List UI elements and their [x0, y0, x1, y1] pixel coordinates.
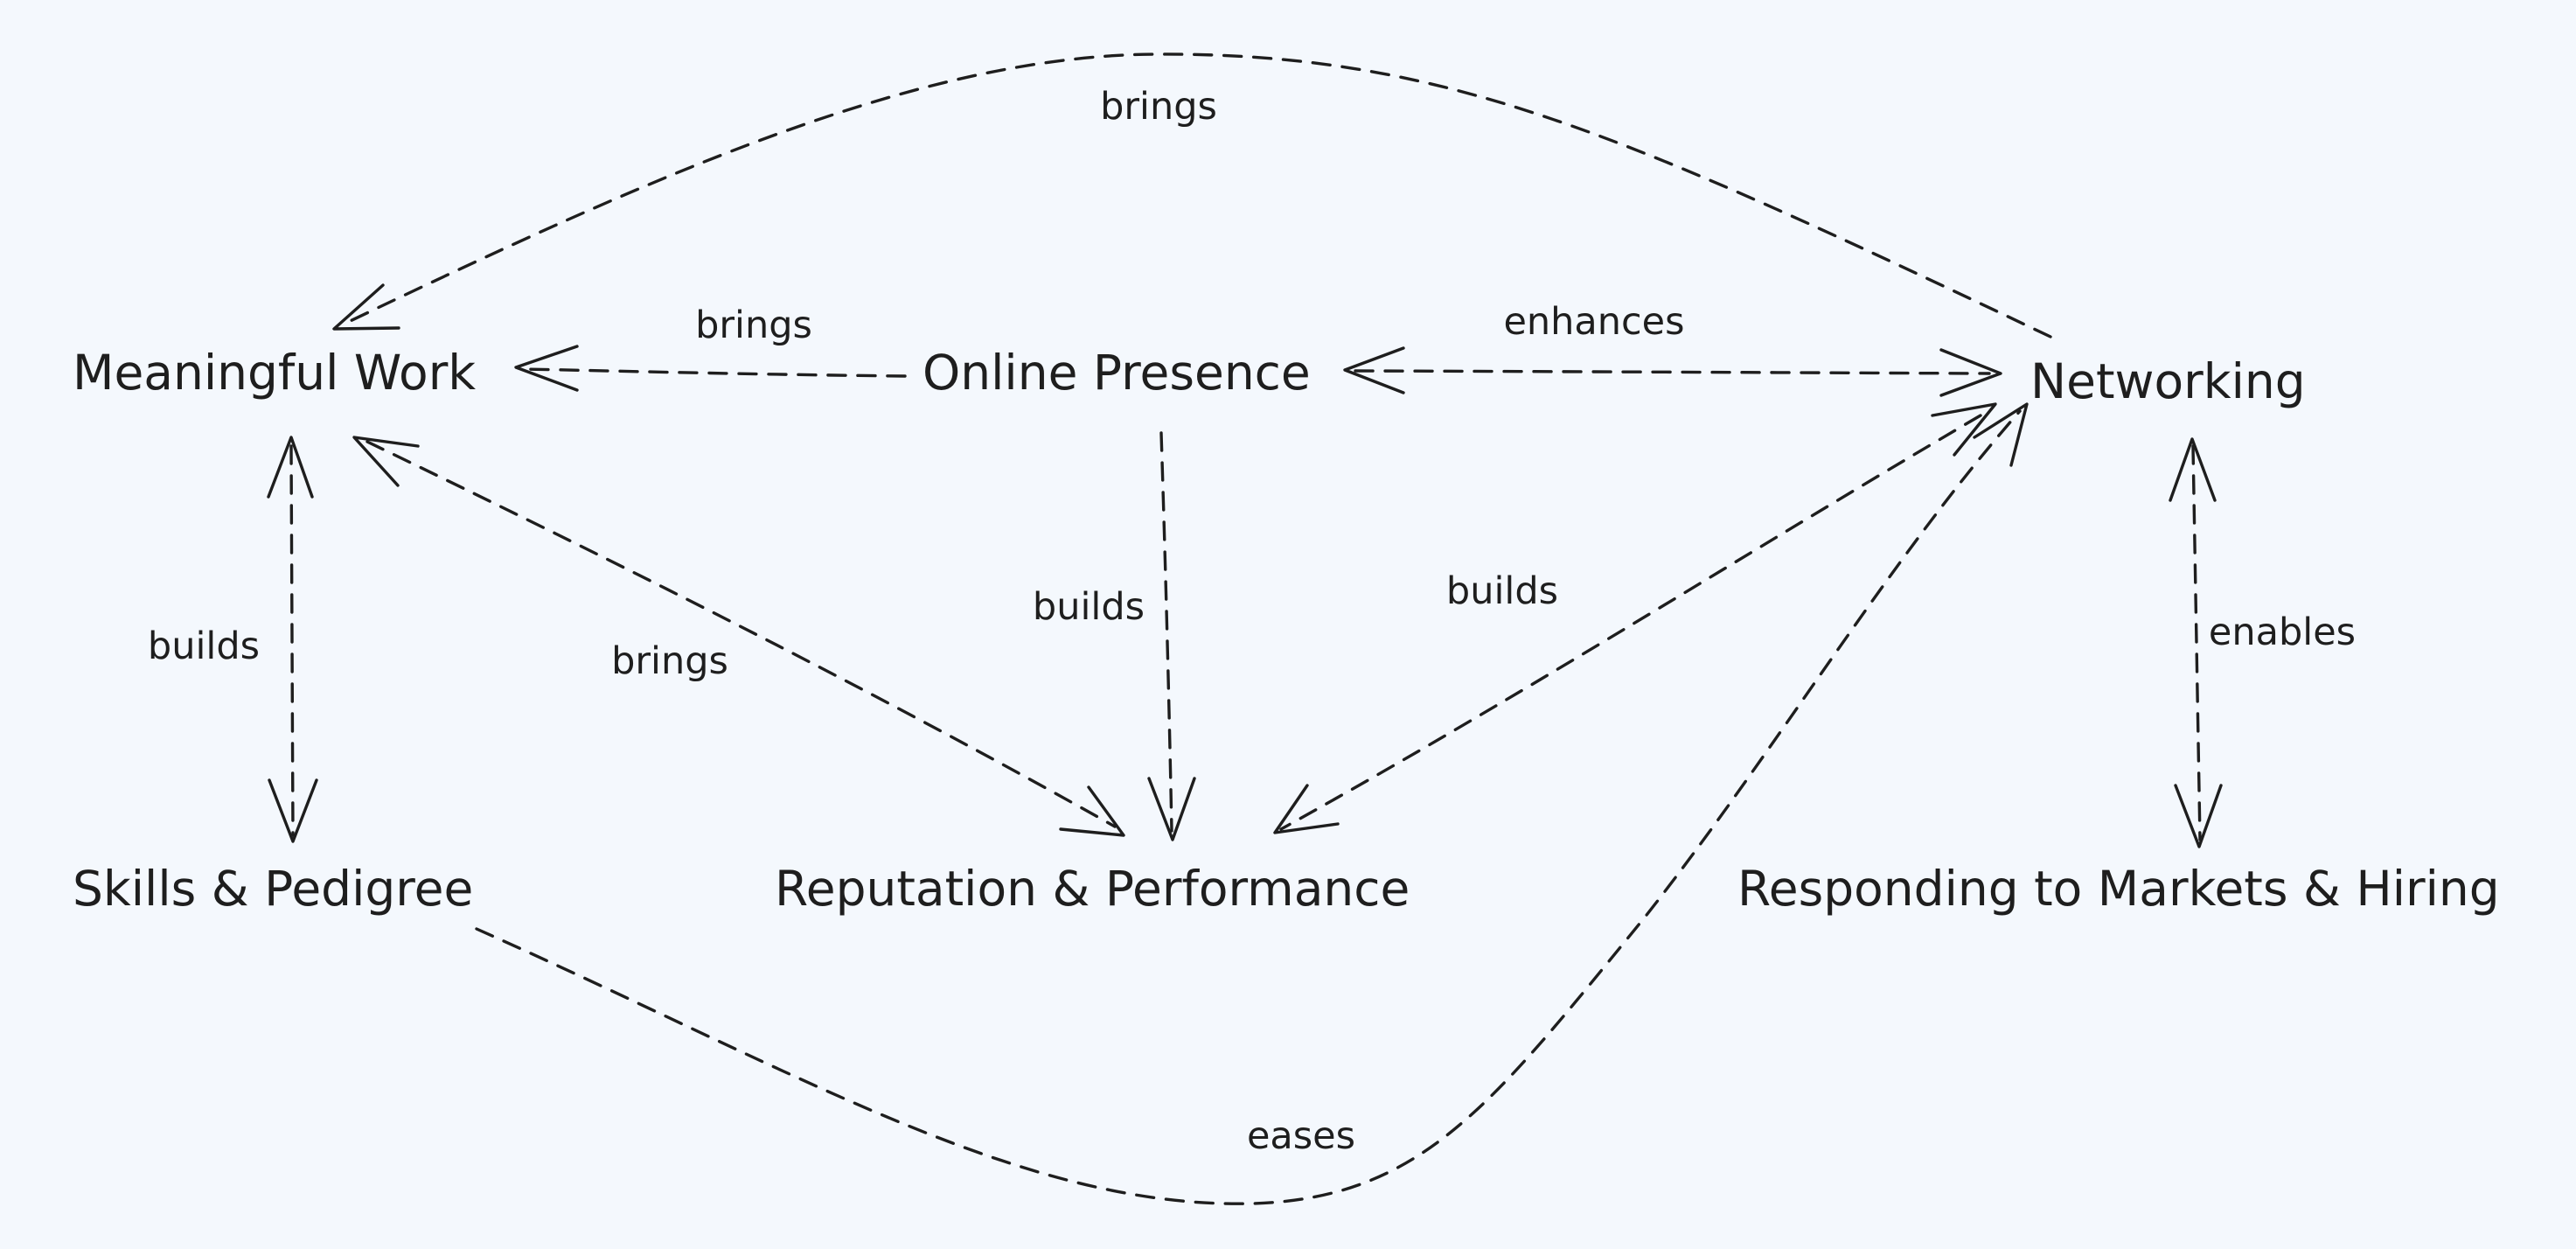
arrowhead-up	[267, 436, 314, 499]
arrowhead	[1147, 777, 1196, 841]
node-responding-markets-hiring: Responding to Markets & Hiring	[1737, 861, 2500, 917]
edge-online-presence-networking: enhances	[1343, 300, 2002, 397]
edge-networking-reputation: builds	[1273, 402, 1997, 834]
edge-line	[339, 52, 2052, 338]
edge-line	[1354, 369, 1991, 375]
edge-label-eases: eases	[1247, 1114, 1355, 1158]
edge-label-builds-right: builds	[1446, 569, 1558, 613]
edge-online-presence-to-reputation: builds	[1033, 431, 1196, 841]
edge-networking-responding: enables	[2169, 437, 2356, 848]
arrowhead-down	[2174, 784, 2223, 848]
arrowhead	[1973, 402, 2029, 467]
arrowhead-left	[1343, 346, 1405, 394]
arrowhead	[332, 283, 400, 331]
node-skills-pedigree: Skills & Pedigree	[73, 861, 473, 917]
edge-label-enhances: enhances	[1503, 300, 1684, 344]
node-meaningful-work: Meaningful Work	[73, 345, 476, 401]
edge-label-builds-center: builds	[1033, 585, 1145, 629]
arrowhead-down	[1059, 785, 1125, 837]
edge-line	[475, 409, 2022, 1205]
edge-label-brings-diagonal: brings	[611, 639, 728, 683]
edge-label-enables: enables	[2209, 611, 2356, 654]
edge-skills-to-networking: eases	[475, 402, 2029, 1205]
edge-line	[2191, 444, 2202, 841]
edge-line	[1159, 431, 1173, 833]
edge-meaningful-work-reputation: brings	[352, 436, 1125, 837]
node-online-presence: Online Presence	[922, 345, 1311, 401]
arrowhead-up	[1931, 402, 1997, 457]
edge-line	[366, 440, 1117, 828]
node-reputation-performance: Reputation & Performance	[775, 861, 1410, 917]
edge-line	[289, 444, 295, 837]
arrowhead-down	[1273, 784, 1340, 834]
edge-label-brings-top: brings	[1100, 85, 1217, 129]
node-networking: Networking	[2030, 353, 2306, 409]
edge-line	[1279, 414, 1982, 831]
edge-label-brings-online: brings	[695, 304, 812, 347]
edge-networking-to-meaningful-work: brings	[332, 52, 2052, 338]
arrowhead	[514, 345, 579, 392]
arrowhead-up	[2169, 437, 2217, 502]
edge-online-presence-to-meaningful-work: brings	[514, 304, 907, 392]
edge-meaningful-work-skills: builds	[148, 436, 318, 843]
edge-label-builds-left: builds	[148, 624, 260, 668]
arrowhead-right	[1939, 348, 2002, 397]
edge-line	[523, 367, 907, 378]
arrowhead-up	[352, 436, 420, 487]
arrowhead-down	[268, 778, 318, 843]
